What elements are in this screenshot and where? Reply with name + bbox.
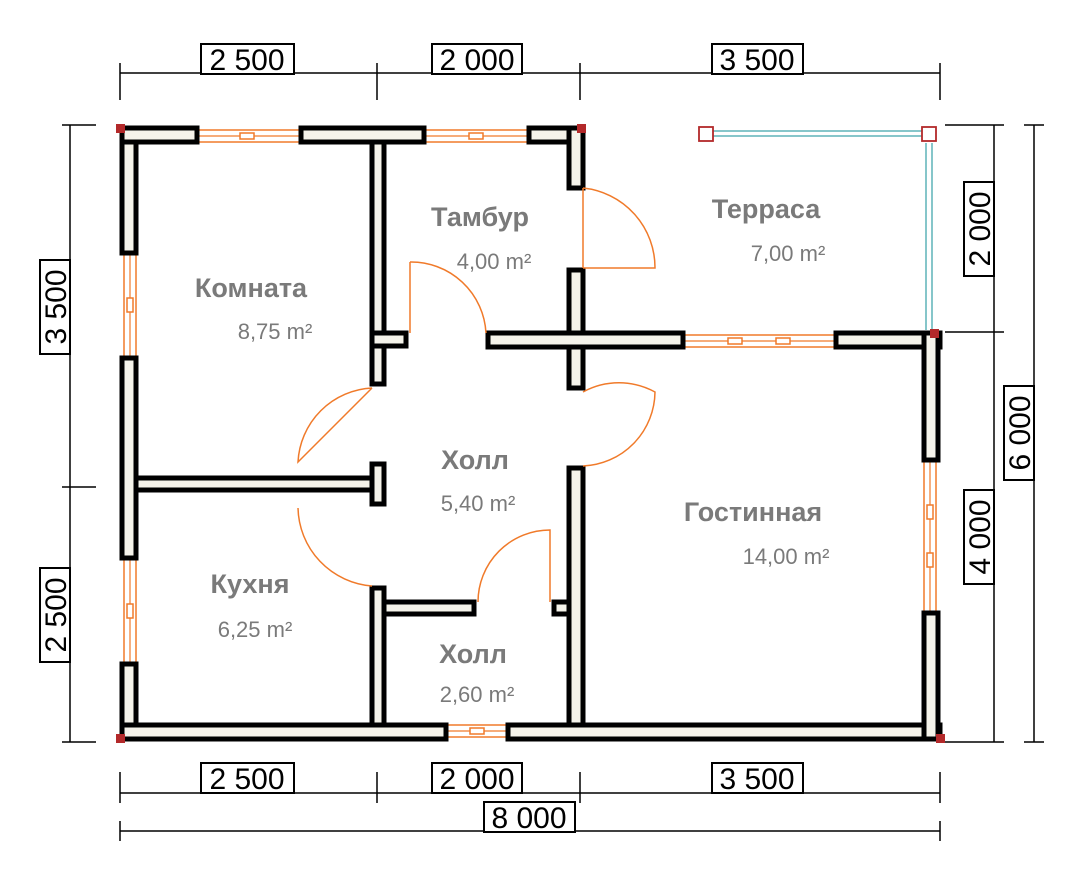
room-gostinnaya: Гостинная 14,00 m² [684, 497, 830, 569]
room-name: Холл [439, 639, 507, 669]
dim-top-1: 2 500 [209, 44, 284, 77]
dim-left-1: 3 500 [40, 269, 73, 344]
terrace-post-right [921, 126, 937, 142]
room-name: Гостинная [684, 497, 822, 527]
room-area: 6,25 m² [218, 617, 293, 642]
room-name: Терраса [712, 194, 822, 224]
dim-right-1: 2 000 [964, 191, 997, 266]
dim-bottom-2: 2 000 [439, 763, 514, 796]
dim-bottom-1: 2 500 [209, 763, 284, 796]
room-name: Холл [441, 445, 509, 475]
room-komnata: Комната 8,75 m² [195, 273, 312, 344]
room-holl-main: Холл 5,40 m² [441, 445, 516, 516]
room-area: 5,40 m² [441, 491, 516, 516]
room-tambur: Тамбур 4,00 m² [431, 202, 531, 274]
dim-right-2: 4 000 [964, 499, 997, 574]
terrace-railing [698, 126, 937, 330]
dim-right-total: 6 000 [1004, 395, 1037, 470]
room-area: 8,75 m² [238, 319, 313, 344]
terrace-post-left [698, 126, 714, 142]
room-labels: Комната 8,75 m² Тамбур 4,00 m² Терраса 7… [195, 194, 829, 707]
dim-top-3: 3 500 [719, 44, 794, 77]
room-terrasa: Терраса 7,00 m² [712, 194, 826, 266]
dim-left-2: 2 500 [40, 577, 73, 652]
dim-bottom-3: 3 500 [719, 763, 794, 796]
dim-top-2: 2 000 [439, 44, 514, 77]
room-name: Тамбур [431, 202, 529, 232]
corner-markers [116, 124, 945, 743]
door-swings [297, 187, 656, 603]
dim-bottom-total: 8 000 [491, 802, 566, 835]
dimension-labels: 2 500 2 000 3 500 2 500 2 000 3 500 8 00… [39, 43, 1037, 835]
room-kukhnya: Кухня 6,25 m² [211, 569, 293, 642]
room-area: 4,00 m² [457, 249, 532, 274]
room-name: Комната [195, 273, 308, 303]
room-name: Кухня [211, 569, 290, 599]
room-area: 14,00 m² [743, 544, 830, 569]
room-area: 7,00 m² [751, 241, 826, 266]
room-area: 2,60 m² [440, 682, 515, 707]
walls [119, 125, 943, 742]
room-holl-small: Холл 2,60 m² [439, 639, 514, 707]
